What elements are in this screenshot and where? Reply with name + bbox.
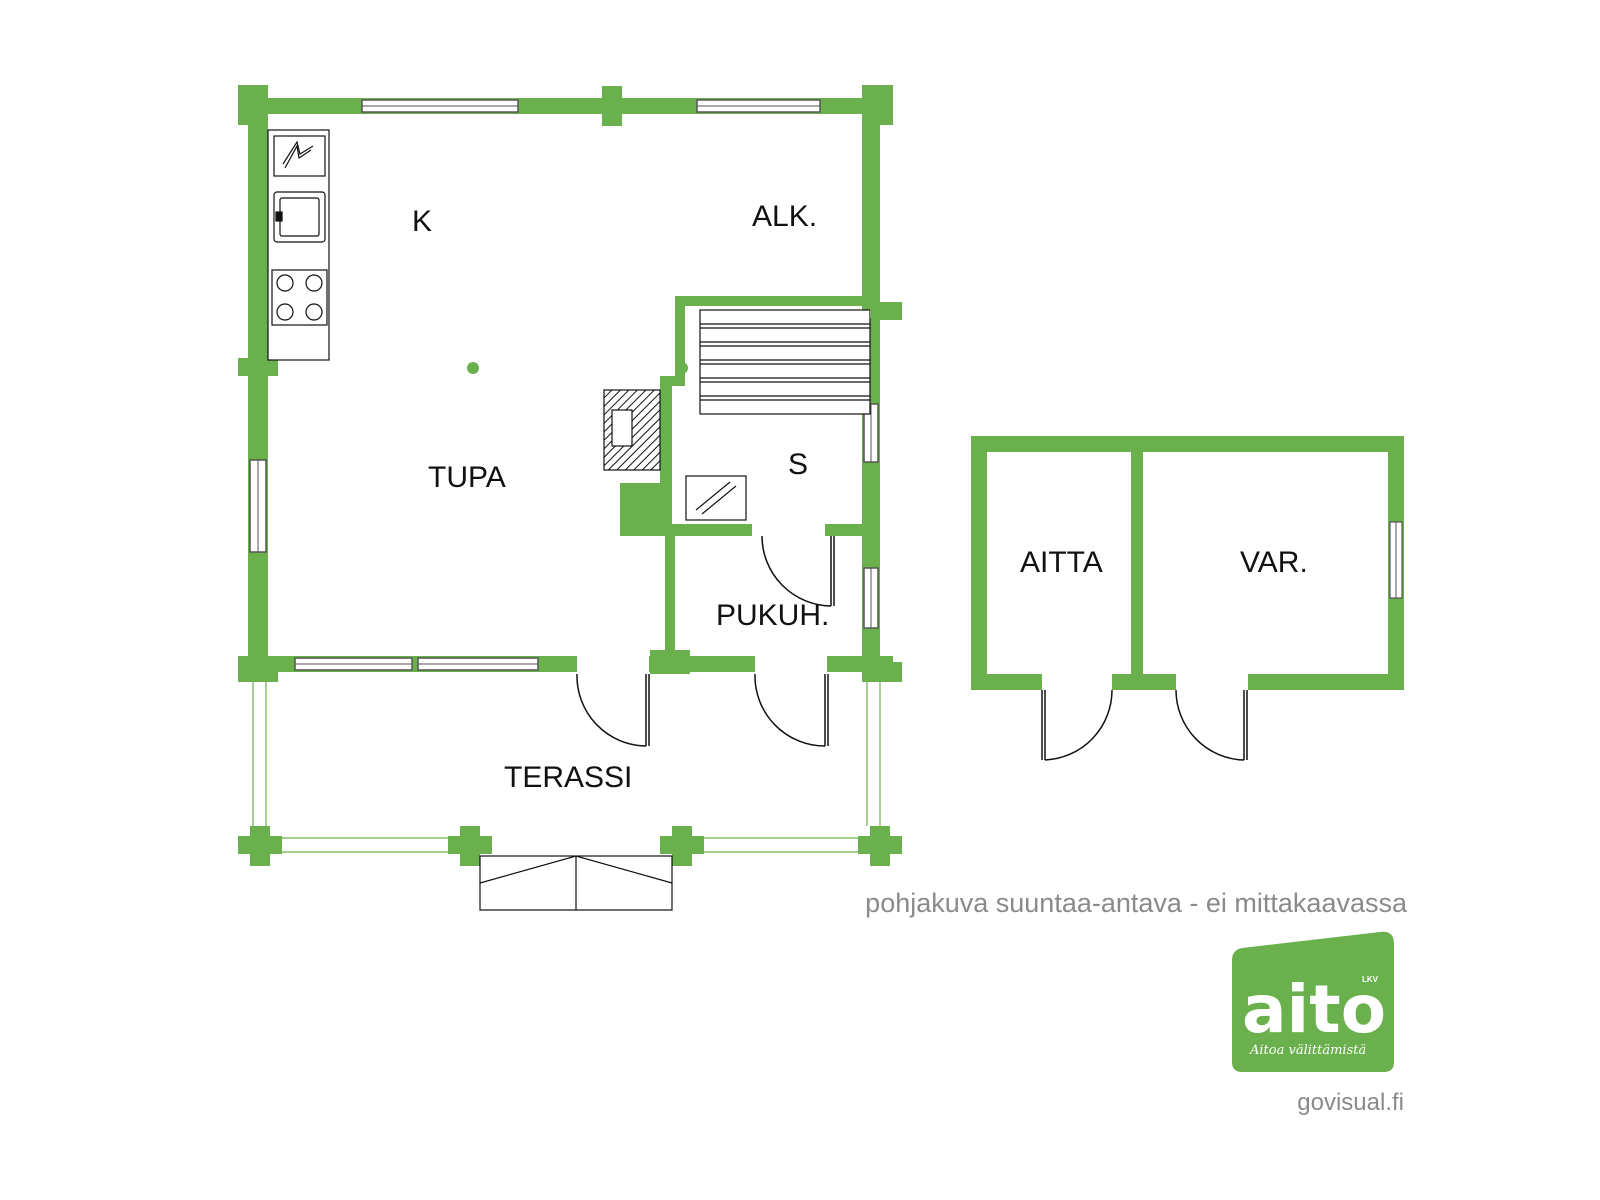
- logo-badge: LKV: [1362, 975, 1379, 984]
- sink-icon: [273, 191, 326, 243]
- room-label-terrace: TERASSI: [504, 761, 632, 794]
- credit-link[interactable]: govisual.fi: [1297, 1089, 1404, 1116]
- scale-disclaimer: pohjakuva suuntaa-antava - ei mittakaava…: [865, 888, 1408, 918]
- room-label-alcove: ALK.: [752, 200, 817, 233]
- kitchen-counter: [267, 129, 330, 361]
- terrace-steps: [479, 855, 673, 911]
- terrace: [238, 682, 902, 911]
- logo-tagline: Aitoa välittämistä: [1249, 1043, 1366, 1058]
- electric-panel-icon: [273, 135, 326, 177]
- light-point: [467, 362, 479, 374]
- window-panes: [257, 105, 872, 665]
- room-label-storehouse: AITTA: [1020, 546, 1103, 579]
- light-point: [676, 362, 688, 374]
- room-label-storage: VAR.: [1240, 546, 1308, 579]
- sauna-stove: [685, 475, 747, 521]
- outbuilding-doors: [1041, 689, 1248, 761]
- doors: [576, 535, 835, 747]
- room-label-kitchen: K: [412, 205, 432, 238]
- sauna-benches: [699, 309, 871, 415]
- outbuilding-openings: [1042, 521, 1403, 692]
- stove-icon: [271, 269, 328, 326]
- room-label-dressing: PUKUH.: [716, 599, 829, 632]
- door-openings: [577, 522, 827, 674]
- brand-logo: aito LKV Aitoa välittämistä: [1232, 931, 1394, 1072]
- room-label-sauna: S: [788, 448, 808, 481]
- logo-word: aito: [1242, 971, 1386, 1048]
- room-label-living: TUPA: [428, 461, 506, 494]
- fireplace-icon: [603, 389, 661, 471]
